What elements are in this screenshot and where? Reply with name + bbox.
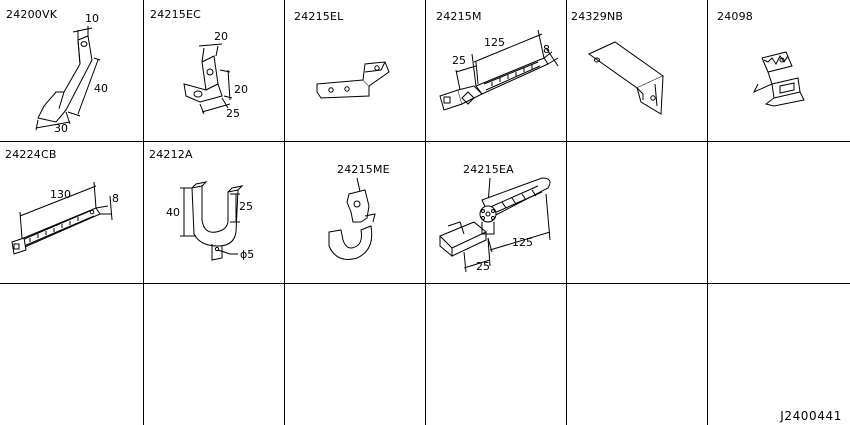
empty-cell — [567, 142, 707, 283]
dim-label: 25 — [452, 54, 466, 67]
bracket-24200vk-drawing: 10 40 30 — [0, 12, 108, 135]
part-number-label: 24215ME — [337, 163, 390, 176]
dim-label: 25 — [476, 260, 490, 273]
dim-label: 125 — [512, 236, 533, 249]
dim-label: 25 — [226, 107, 240, 120]
cable-tie-24224cb-drawing: 130 8 — [0, 142, 119, 283]
part-number-label: 24200VK — [6, 8, 58, 21]
bracket-24215el-drawing — [285, 0, 425, 141]
part-number-label: 24215EC — [150, 8, 202, 21]
dim-label: 20 — [214, 30, 228, 43]
cell-24329nb[interactable]: 24329NB — [567, 0, 707, 141]
part-number-label: 24215M — [436, 10, 482, 23]
diagram-reference-code: J2400441 — [780, 409, 842, 423]
part-number-label: 24098 — [717, 10, 753, 23]
cell-24215me[interactable]: 24215ME — [285, 142, 425, 283]
empty-cell — [426, 284, 566, 425]
part-number-label: 24224CB — [5, 148, 57, 161]
dim-label: 8 — [543, 43, 550, 56]
cell-24215ec[interactable]: 24215EC 20 20 25 — [144, 0, 284, 141]
cell-24215el[interactable]: 24215EL — [285, 0, 425, 141]
dim-label: ϕ5 — [240, 248, 254, 261]
dim-label: 8 — [112, 192, 119, 205]
part-number-label: 24215EL — [294, 10, 344, 23]
clip-24215me-drawing — [285, 142, 425, 283]
dim-label: 30 — [54, 122, 68, 135]
empty-cell — [0, 284, 143, 425]
dim-label: 40 — [94, 82, 108, 95]
bracket-24329nb-drawing — [567, 0, 707, 141]
bracket-24212a-drawing: 40 25 ϕ5 — [166, 142, 254, 261]
cable-tie-24215ea-drawing: 125 25 — [426, 142, 566, 273]
bracket-24215ec-drawing: 20 20 25 — [144, 30, 248, 120]
cable-tie-24215m-drawing: 125 8 25 — [426, 0, 566, 141]
dim-label: 25 — [239, 200, 253, 213]
empty-cell — [708, 142, 850, 283]
cell-24215ea[interactable]: 24215EA 125 25 — [426, 142, 566, 283]
dim-label: 20 — [234, 83, 248, 96]
dim-label: 130 — [50, 188, 71, 201]
cell-24098[interactable]: 24098 — [708, 0, 850, 141]
empty-cell — [567, 284, 707, 425]
dim-label: 10 — [85, 12, 99, 25]
empty-cell — [144, 284, 284, 425]
cell-24215m[interactable]: 24215M 125 8 25 — [426, 0, 566, 141]
part-number-label: 24215EA — [463, 163, 514, 176]
dim-label: 125 — [484, 36, 505, 49]
empty-cell — [285, 284, 425, 425]
cell-24212a[interactable]: 24212A 40 25 ϕ5 — [144, 142, 284, 283]
cell-24224cb[interactable]: 24224CB 130 8 — [0, 142, 143, 283]
part-number-label: 24329NB — [571, 10, 624, 23]
clip-24098-drawing — [708, 0, 850, 141]
part-number-label: 24212A — [149, 148, 193, 161]
cell-24200vk[interactable]: 24200VK 10 40 30 — [0, 0, 143, 141]
empty-cell — [708, 284, 850, 425]
dim-label: 40 — [166, 206, 180, 219]
